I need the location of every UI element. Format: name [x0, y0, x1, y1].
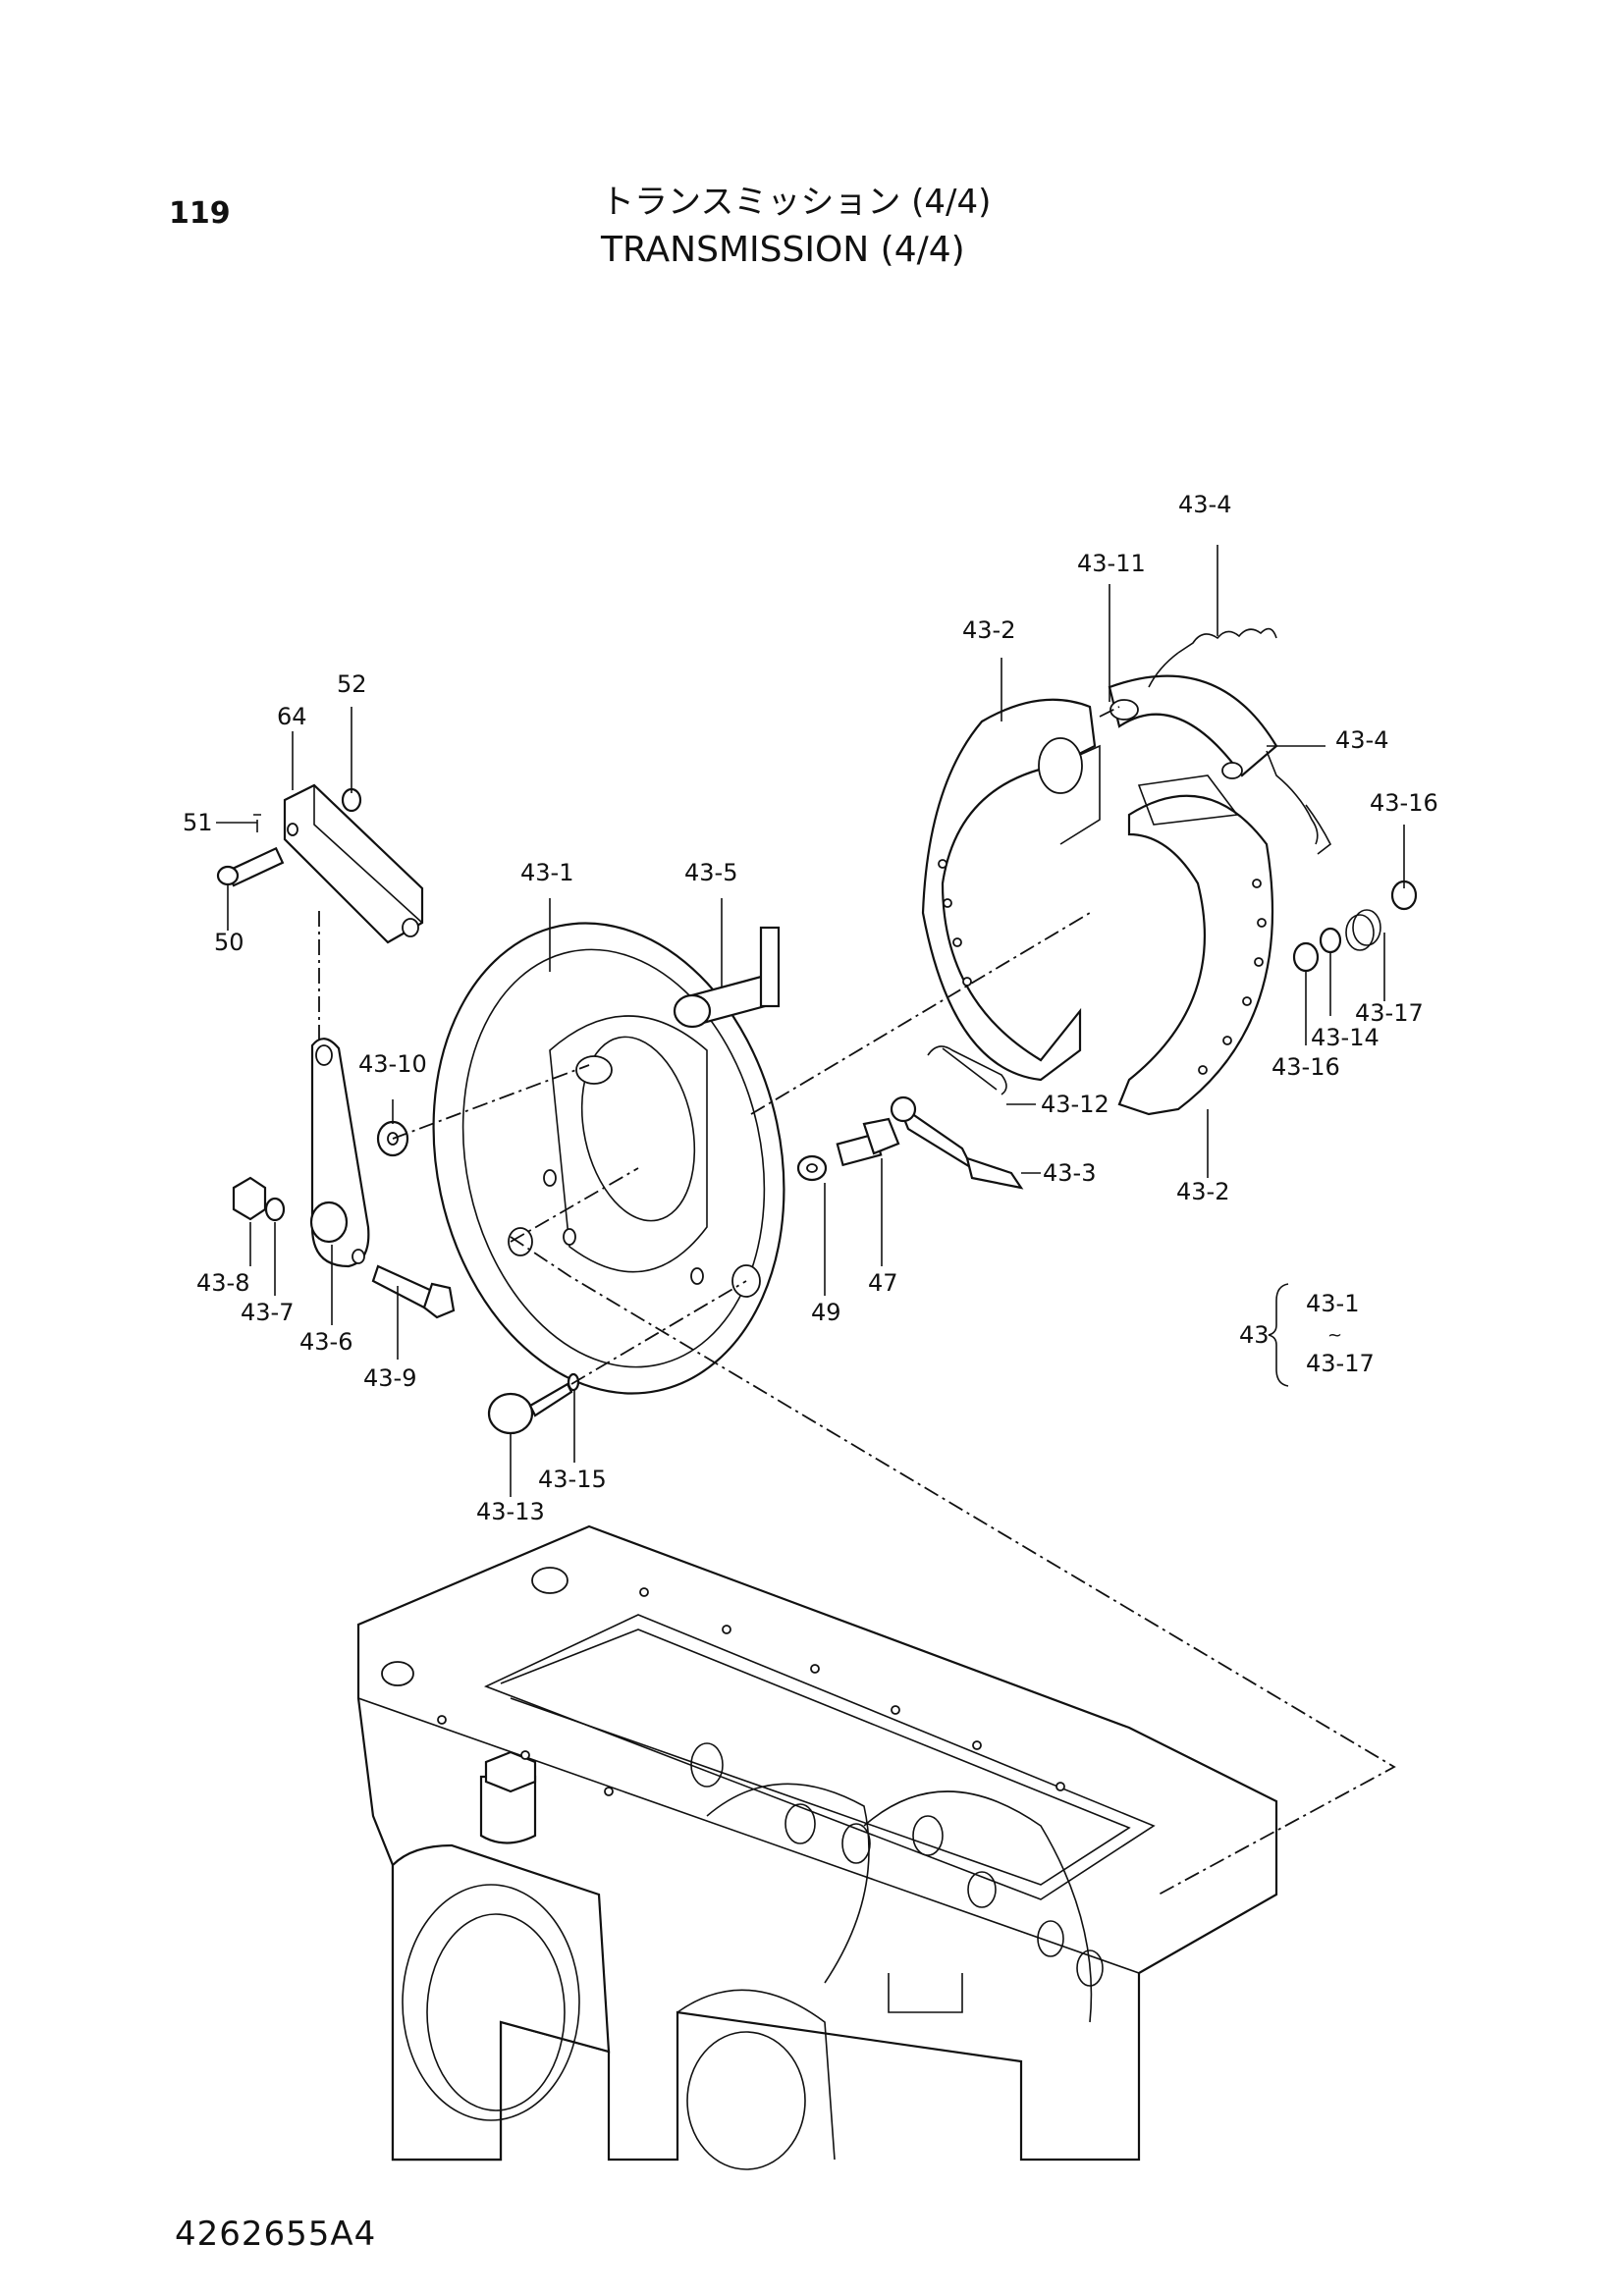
callout-43-11: 43-11 [1077, 550, 1146, 577]
callout-43-15: 43-15 [538, 1466, 607, 1493]
callout-43-14: 43-14 [1311, 1024, 1380, 1051]
callout-43-16-top: 43-16 [1370, 789, 1438, 817]
callout-43-2-top: 43-2 [962, 616, 1015, 644]
anchor-pin-43-5 [673, 926, 781, 1029]
callout-43-4-top: 43-4 [1178, 491, 1231, 518]
return-spring-side [1266, 750, 1332, 855]
return-spring-top [1148, 627, 1277, 688]
callout-49: 49 [811, 1299, 841, 1326]
callout-43-4-side: 43-4 [1335, 726, 1388, 754]
callout-43-5: 43-5 [684, 859, 737, 886]
brake-shoe-front [1108, 674, 1278, 1116]
pin-50 [216, 846, 285, 887]
cotter-pin-51 [253, 814, 261, 832]
adjuster-spring-43-12 [927, 1045, 1007, 1095]
brake-lever-64 [283, 783, 424, 944]
callout-43-12: 43-12 [1041, 1091, 1109, 1118]
callout-64: 64 [277, 703, 307, 730]
washer-49 [796, 1154, 828, 1182]
assembly-range-start: 43-1 [1306, 1290, 1359, 1317]
callout-43-9: 43-9 [363, 1364, 416, 1392]
assembly-parent-number: 43 [1239, 1321, 1270, 1349]
assembly-range-symbol: ~ [1327, 1325, 1342, 1346]
assembly-note: 43 43-1 ~ 43-17 [1239, 1283, 1375, 1387]
plug-43-13 [487, 1392, 534, 1435]
washer-43-7 [264, 1197, 286, 1222]
callout-43-7: 43-7 [241, 1299, 294, 1326]
callout-47: 47 [868, 1269, 898, 1297]
callout-50: 50 [214, 929, 244, 956]
callout-43-16-bottom: 43-16 [1271, 1053, 1340, 1081]
callout-43-8: 43-8 [196, 1269, 249, 1297]
nut-43-8 [232, 1176, 267, 1221]
brake-shoe-rear [921, 698, 1101, 1082]
assembly-centerlines [318, 706, 1396, 1896]
washers-right [1292, 880, 1418, 973]
callout-51: 51 [183, 809, 213, 836]
callout-43-10: 43-10 [358, 1050, 427, 1078]
transmission-case [356, 1524, 1278, 2170]
page-title-japanese: トランスミッション (4/4) [601, 183, 992, 222]
backing-plate [432, 922, 785, 1395]
callout-52: 52 [337, 670, 367, 698]
callout-43-2-bottom: 43-2 [1176, 1178, 1229, 1205]
brake-arm-43-6 [309, 1038, 370, 1268]
bolt-43-9 [371, 1264, 456, 1319]
drawing-number: 4262655A4 [175, 2215, 377, 2254]
bolt-43-15 [528, 1372, 580, 1417]
page-number: 119 [169, 196, 231, 231]
callout-leaders [216, 545, 1405, 1497]
assembly-range-end: 43-17 [1306, 1350, 1375, 1377]
callout-labels: 43-4 43-11 43-2 43-4 43-16 52 64 51 50 4… [183, 491, 1438, 1525]
callout-43-3: 43-3 [1043, 1159, 1096, 1187]
bolt-47 [836, 1117, 900, 1167]
callout-43-6: 43-6 [299, 1328, 352, 1356]
callout-43-13: 43-13 [476, 1498, 545, 1525]
callout-43-1: 43-1 [520, 859, 573, 886]
adjuster-43-3 [890, 1095, 1024, 1190]
callout-43-17: 43-17 [1355, 999, 1424, 1027]
page-title-english: TRANSMISSION (4/4) [601, 230, 965, 270]
